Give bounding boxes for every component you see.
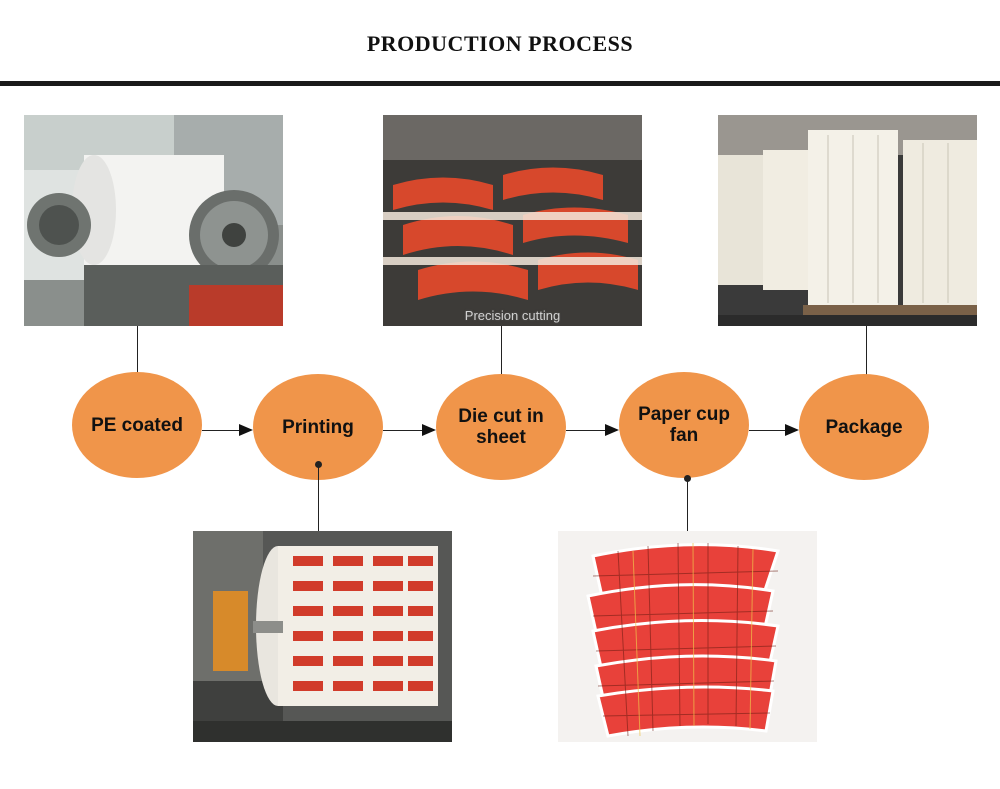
connector-cup-fan xyxy=(687,479,688,531)
die-cut-photo: Precision cutting xyxy=(383,115,642,326)
flow-arrow xyxy=(202,430,251,431)
pe-coated-photo xyxy=(24,115,283,326)
step-label: Printing xyxy=(282,417,354,438)
precision-cutting-caption: Precision cutting xyxy=(383,308,642,323)
step-label: Package xyxy=(825,417,902,438)
step-die-cut: Die cut in sheet xyxy=(436,374,566,480)
paper-cup-fan-photo xyxy=(558,531,817,742)
step-paper-cup-fan: Paper cup fan xyxy=(619,372,749,478)
page-title: PRODUCTION PROCESS xyxy=(0,31,1000,57)
step-package: Package xyxy=(799,374,929,480)
flow-arrow xyxy=(749,430,797,431)
step-label: Die cut in sheet xyxy=(451,406,551,448)
title-divider xyxy=(0,81,1000,86)
step-label: PE coated xyxy=(91,415,183,436)
connector-printing xyxy=(318,465,319,531)
flow-arrow xyxy=(383,430,434,431)
printing-photo xyxy=(193,531,452,742)
step-label: Paper cup fan xyxy=(634,404,734,446)
package-photo xyxy=(718,115,977,326)
flow-arrow xyxy=(566,430,617,431)
step-pe-coated: PE coated xyxy=(72,372,202,478)
